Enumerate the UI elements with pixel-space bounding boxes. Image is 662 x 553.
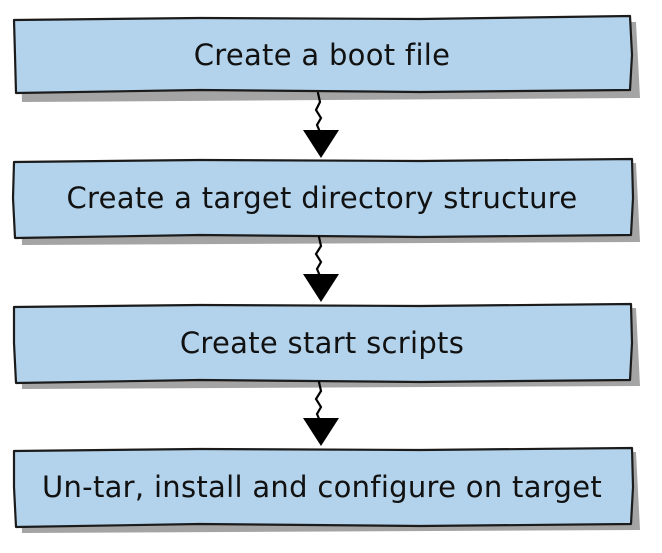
step-box-2: Create a target directory structure (11, 157, 640, 245)
step-label-4: Un-tar, install and configure on target (42, 470, 602, 504)
arrow-3 (303, 380, 339, 446)
step-box-3: Create start scripts (12, 302, 640, 389)
step-label-1: Create a boot file (194, 38, 451, 72)
arrow-1-head (303, 130, 339, 158)
arrow-2 (303, 235, 339, 302)
step-box-3-body (12, 302, 634, 385)
step-box-4-body (12, 446, 635, 529)
step-box-4: Un-tar, install and configure on target (12, 446, 640, 533)
step-box-2-body (11, 157, 635, 240)
step-box-1-body (12, 14, 634, 95)
step-box-1: Create a boot file (12, 14, 640, 102)
arrow-3-head (303, 418, 339, 446)
arrow-2-line (314, 235, 323, 278)
arrow-1-line (314, 91, 323, 134)
arrow-3-line (314, 380, 323, 423)
arrow-2-head (303, 274, 339, 302)
arrow-1 (303, 91, 339, 158)
step-label-3: Create start scripts (180, 326, 464, 360)
step-label-2: Create a target directory structure (66, 181, 577, 215)
